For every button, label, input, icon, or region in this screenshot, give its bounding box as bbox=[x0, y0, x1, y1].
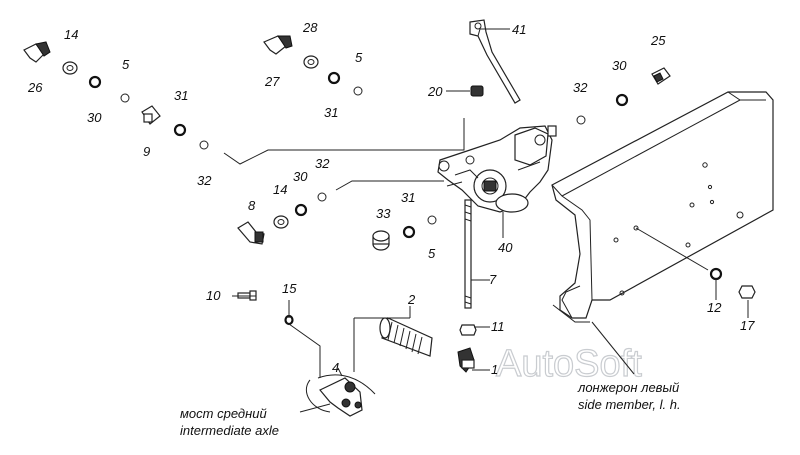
steering-gear bbox=[437, 125, 557, 213]
part-26-elbow bbox=[23, 41, 51, 63]
part-28-nut bbox=[303, 55, 319, 69]
part-4-bracket bbox=[305, 374, 376, 417]
label-5c: 5 bbox=[428, 246, 436, 261]
label-32c: 32 bbox=[573, 80, 588, 95]
label-7: 7 bbox=[489, 272, 497, 287]
part-31-ring-c bbox=[402, 225, 416, 239]
part-5-ring-b bbox=[353, 86, 363, 96]
leader-lines bbox=[223, 28, 749, 413]
label-31a: 31 bbox=[174, 88, 188, 103]
label-4: 4 bbox=[332, 360, 339, 375]
label-5b: 5 bbox=[355, 50, 363, 65]
part-17-nut bbox=[738, 285, 756, 299]
label-1: 1 bbox=[491, 362, 498, 377]
label-26: 26 bbox=[27, 80, 43, 95]
part-8-elbow bbox=[237, 221, 265, 245]
part-30-ring-c bbox=[615, 93, 629, 107]
label-31b: 31 bbox=[324, 105, 338, 120]
part-25-fitting bbox=[651, 67, 671, 85]
side-member-rail bbox=[551, 91, 774, 323]
label-15: 15 bbox=[282, 281, 297, 296]
label-12: 12 bbox=[707, 300, 722, 315]
label-10: 10 bbox=[206, 288, 221, 303]
part-5-ring-c bbox=[427, 215, 437, 225]
part-32-ring-c bbox=[576, 115, 586, 125]
part-32-ring-b bbox=[317, 192, 327, 202]
part-2-pipe bbox=[379, 317, 433, 357]
part-33-cap bbox=[372, 230, 390, 251]
label-30b: 30 bbox=[293, 169, 308, 184]
part-11-nut bbox=[459, 324, 477, 336]
part-32-ring-a bbox=[199, 140, 209, 150]
part-1-fitting bbox=[457, 347, 475, 373]
label-32a: 32 bbox=[197, 173, 212, 188]
label-5a: 5 bbox=[122, 57, 130, 72]
watermark: AutoSoft bbox=[496, 343, 642, 385]
part-27-elbow bbox=[263, 35, 293, 55]
label-33: 33 bbox=[376, 206, 391, 221]
label-41: 41 bbox=[512, 22, 526, 37]
part-30-ring-b bbox=[294, 203, 308, 217]
part-14-nut-lower bbox=[273, 215, 289, 229]
part-31-ring-b bbox=[327, 71, 341, 85]
label-25: 25 bbox=[650, 33, 666, 48]
caption-member-en: side member, l. h. bbox=[578, 397, 681, 412]
label-32b: 32 bbox=[315, 156, 330, 171]
part-20-plug bbox=[470, 85, 484, 97]
caption-axle-en: intermediate axle bbox=[180, 423, 279, 438]
part-31-ring-a bbox=[173, 123, 187, 137]
label-28: 28 bbox=[302, 20, 318, 35]
part-9-fitting bbox=[141, 105, 161, 125]
label-30a: 30 bbox=[87, 110, 102, 125]
label-8: 8 bbox=[248, 198, 256, 213]
label-9: 9 bbox=[143, 144, 150, 159]
label-30c: 30 bbox=[612, 58, 627, 73]
label-27: 27 bbox=[264, 74, 280, 89]
part-14-nut-upper bbox=[62, 61, 78, 75]
caption-axle-ru: мост средний bbox=[180, 406, 267, 421]
label-20: 20 bbox=[427, 84, 443, 99]
label-2: 2 bbox=[407, 292, 416, 307]
part-30-ring-a bbox=[88, 75, 102, 89]
caption-member-ru: лонжерон левый bbox=[577, 380, 679, 395]
label-17: 17 bbox=[740, 318, 755, 333]
callout-labels: 14 26 30 5 31 9 32 28 27 31 5 20 41 25 3… bbox=[27, 20, 755, 377]
label-40: 40 bbox=[498, 240, 513, 255]
part-41-arm bbox=[469, 19, 521, 104]
label-31c: 31 bbox=[401, 190, 415, 205]
part-12-washer bbox=[709, 267, 723, 281]
label-14b: 14 bbox=[273, 182, 287, 197]
label-11: 11 bbox=[491, 319, 505, 334]
label-14a: 14 bbox=[64, 27, 78, 42]
part-5-ring-a bbox=[120, 93, 130, 103]
part-7-stud bbox=[464, 199, 472, 309]
